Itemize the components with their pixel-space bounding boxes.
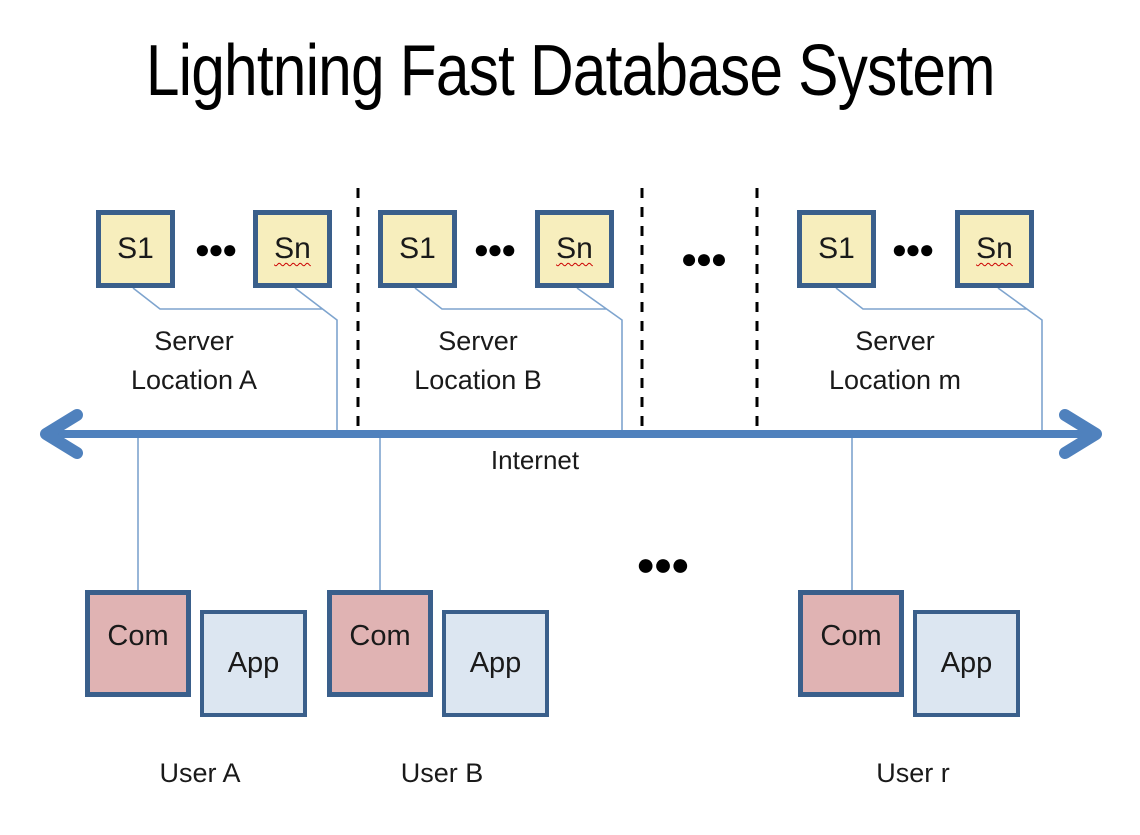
- app-box-user-r: App: [913, 610, 1020, 717]
- ellipsis-icon: ●●●: [891, 234, 934, 264]
- page-title: Lightning Fast Database System: [0, 30, 1140, 112]
- server-box-label: S1: [117, 232, 154, 265]
- ellipsis-icon: ●●●: [680, 243, 728, 274]
- ellipsis-icon: ●●●: [473, 234, 516, 264]
- app-box-user-a: App: [200, 610, 307, 717]
- com-box-label: Com: [820, 620, 882, 652]
- com-box-user-r: Com: [798, 590, 904, 697]
- com-box-label: Com: [107, 620, 169, 652]
- server-group-b-label-line1: Server: [438, 326, 518, 356]
- server-box-sn-m: Sn: [955, 210, 1034, 288]
- server-group-a-label-line2: Location A: [130, 365, 258, 395]
- server-group-b-label-line2: Location B: [414, 365, 542, 395]
- com-box-user-b: Com: [327, 590, 433, 697]
- server-box-sn-b: Sn: [535, 210, 614, 288]
- server-box-s1-m: S1: [797, 210, 876, 288]
- server-group-m-connector: [835, 287, 1043, 431]
- server-group-a-label: Server Location A: [131, 322, 257, 400]
- internet-label: Internet: [490, 445, 580, 475]
- app-box-label: App: [940, 647, 993, 679]
- server-group-a-label-line1: Server: [154, 326, 234, 356]
- server-group-b-label: Server Location B: [414, 322, 542, 400]
- app-box-label: App: [227, 647, 280, 679]
- server-box-label: Sn: [976, 232, 1013, 265]
- server-box-sn-a: Sn: [253, 210, 332, 288]
- server-box-label: S1: [399, 232, 436, 265]
- server-box-label: S1: [818, 232, 855, 265]
- ellipsis-icon: ●●●: [636, 546, 690, 582]
- server-box-s1-b: S1: [378, 210, 457, 288]
- server-group-m-label-line2: Location m: [828, 365, 962, 395]
- ellipsis-icon: ●●●: [194, 234, 237, 264]
- server-group-m-label-line1: Server: [855, 326, 935, 356]
- com-box-label: Com: [349, 620, 411, 652]
- server-box-s1-a: S1: [96, 210, 175, 288]
- page-title-text: Lightning Fast Database System: [145, 31, 996, 111]
- app-box-label: App: [469, 647, 522, 679]
- app-box-user-b: App: [442, 610, 549, 717]
- server-box-label: Sn: [274, 232, 311, 265]
- server-group-m-label: Server Location m: [829, 322, 961, 400]
- server-box-label: Sn: [556, 232, 593, 265]
- com-box-user-a: Com: [85, 590, 191, 697]
- user-a-label: User A: [159, 758, 241, 788]
- user-b-label: User B: [400, 758, 484, 788]
- arrowhead-right-icon: [1059, 409, 1102, 459]
- arrowhead-left-icon: [40, 409, 83, 459]
- user-r-label: User r: [876, 758, 950, 788]
- server-group-b-connector: [414, 287, 623, 431]
- server-group-a-connector: [132, 287, 338, 431]
